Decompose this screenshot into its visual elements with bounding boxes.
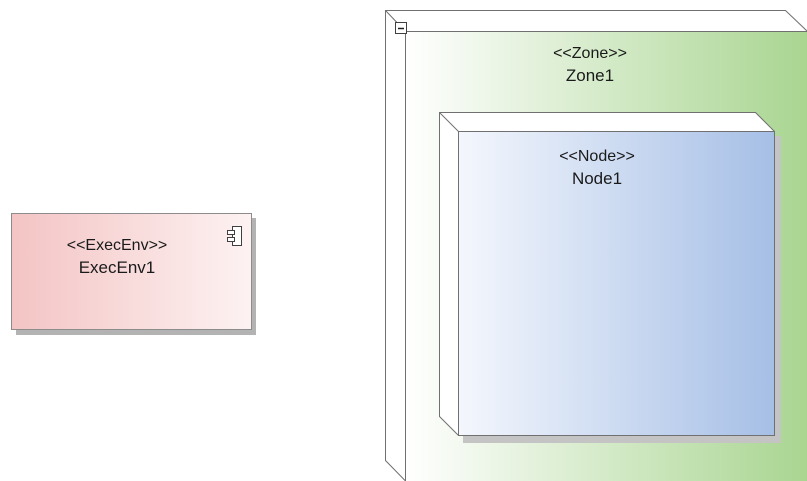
exec-env-element[interactable] xyxy=(11,213,257,336)
zone-stereotype: <<Zone>> xyxy=(553,45,627,62)
node-stereotype: <<Node>> xyxy=(559,148,635,165)
exec-env-name: ExecEnv1 xyxy=(78,258,156,277)
component-icon xyxy=(227,226,242,246)
node-front-face xyxy=(458,131,775,436)
exec-env-box xyxy=(11,213,252,330)
zone-name: Zone1 xyxy=(565,66,615,85)
node-name: Node1 xyxy=(571,169,623,188)
exec-env-stereotype: <<ExecEnv>> xyxy=(66,237,168,254)
minus-box-icon[interactable] xyxy=(395,22,407,34)
node-element[interactable] xyxy=(439,112,782,444)
